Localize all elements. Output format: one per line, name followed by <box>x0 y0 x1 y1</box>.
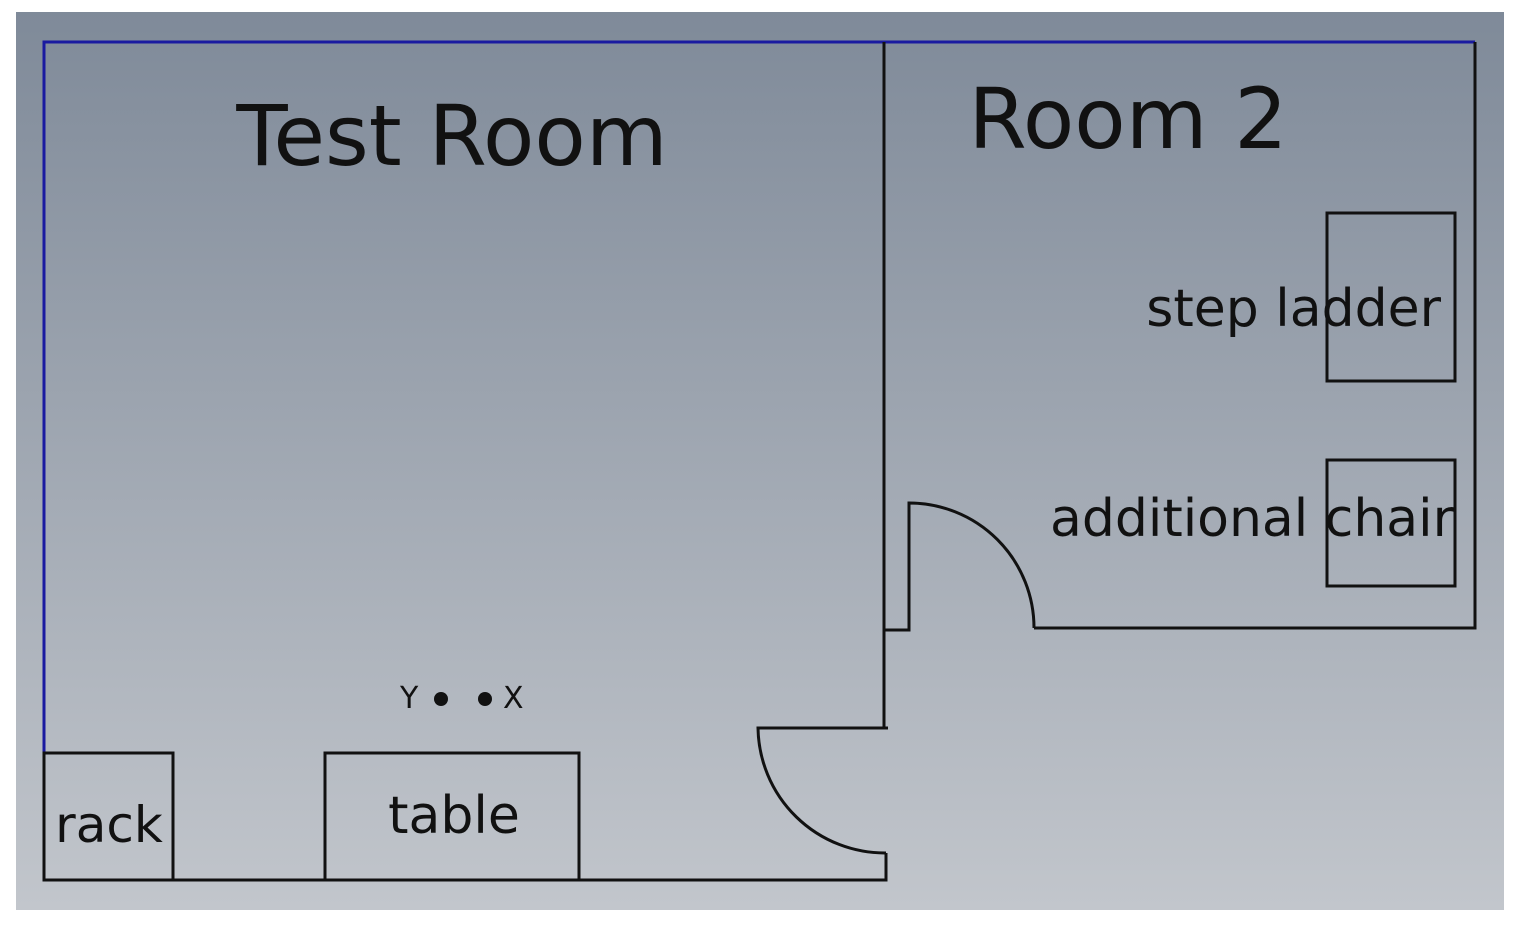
plan-background <box>16 12 1504 910</box>
additional-chair-label: additional chair <box>1050 489 1455 549</box>
room2-door <box>884 501 1036 632</box>
table-label: table <box>388 786 520 846</box>
room2-walls <box>1034 42 1477 630</box>
additional-chair-box <box>1325 458 1457 588</box>
step-ladder-box <box>1325 211 1457 383</box>
marker-y-label: Y <box>399 681 419 716</box>
test-room-title: Test Room <box>235 87 667 185</box>
test-room-door <box>756 726 888 855</box>
table-box <box>323 751 581 882</box>
room2-title: Room 2 <box>968 70 1287 168</box>
marker-y-dot <box>434 692 448 706</box>
marker-x-label: X <box>503 681 524 716</box>
test-room-outer-wall <box>42 40 884 880</box>
step-ladder-label: step ladder <box>1146 279 1441 339</box>
rack-label: rack <box>55 796 163 854</box>
marker-x-dot <box>478 692 492 706</box>
rack-box <box>42 751 175 882</box>
